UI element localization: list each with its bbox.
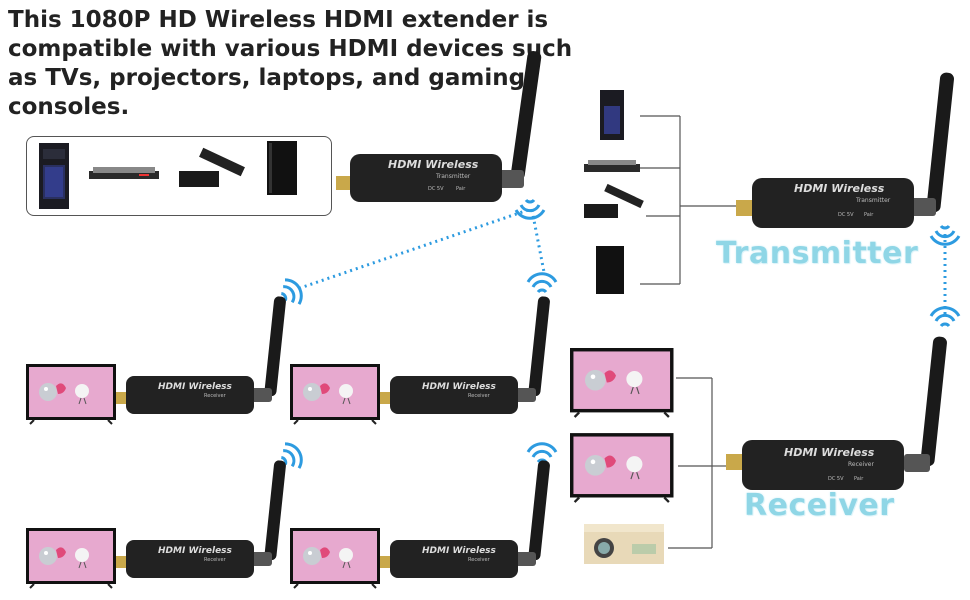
set-top-box-icon [89, 167, 159, 179]
receiver-label: Receiver [744, 488, 895, 523]
svg-text:Pair: Pair [864, 212, 874, 218]
tv-icon [568, 431, 675, 504]
svg-text:Transmitter: Transmitter [855, 197, 891, 204]
tv-icon [25, 527, 117, 589]
transmitter-device-right: HDMI Wireless Transmitter DC 5V Pair [736, 72, 955, 228]
svg-text:HDMI Wireless: HDMI Wireless [784, 446, 875, 459]
svg-text:DC 5V: DC 5V [828, 476, 844, 482]
source-devices-panel [26, 136, 332, 216]
headline: This 1080P HD Wireless HDMI extender is … [8, 7, 573, 120]
media-box-remote-icon [584, 183, 644, 218]
svg-text:DC 5V: DC 5V [428, 186, 444, 192]
svg-text:HDMI Wireless: HDMI Wireless [158, 382, 233, 392]
tv-icon [25, 363, 117, 425]
right-source-devices [584, 90, 644, 294]
set-top-box-icon [584, 160, 640, 172]
tv-icon [568, 346, 675, 419]
svg-text:HDMI Wireless: HDMI Wireless [422, 382, 497, 392]
svg-text:Receiver: Receiver [468, 557, 491, 563]
right-sinks [568, 346, 675, 564]
svg-text:Receiver: Receiver [204, 557, 227, 563]
receiver-device: HDMI Wireless Receiver [380, 296, 550, 414]
projector-icon [584, 524, 664, 564]
pc-tower-icon [600, 90, 624, 140]
signal-link-left [299, 208, 529, 290]
transmitter-label: Transmitter [716, 236, 919, 271]
svg-text:Receiver: Receiver [468, 393, 491, 399]
device-brand-label: HDMI Wireless [388, 158, 479, 171]
source-devices [39, 141, 297, 209]
media-box-remote-icon [179, 147, 245, 187]
svg-text:HDMI Wireless: HDMI Wireless [794, 182, 885, 195]
receiver-device-right: HDMI Wireless Receiver DC 5V Pair [726, 336, 947, 490]
svg-text:Receiver: Receiver [848, 461, 874, 468]
svg-text:HDMI Wireless: HDMI Wireless [422, 546, 497, 556]
svg-text:DC 5V: DC 5V [838, 212, 854, 218]
transmitter-device-main: HDMI Wireless Transmitter DC 5V Pair [336, 51, 542, 202]
tv-icon [289, 363, 381, 425]
receiver-device: HDMI Wireless Receiver [380, 460, 550, 578]
receiver-device: HDMI Wireless Receiver [116, 460, 286, 578]
source-connectors [640, 115, 736, 285]
game-console-icon [596, 246, 624, 294]
sink-connectors [668, 377, 726, 549]
tv-icon [289, 527, 381, 589]
receiver-device: HDMI Wireless Receiver [116, 296, 286, 414]
svg-text:Receiver: Receiver [204, 393, 227, 399]
svg-text:Pair: Pair [456, 186, 466, 192]
svg-text:Pair: Pair [854, 476, 864, 482]
svg-text:Transmitter: Transmitter [435, 173, 471, 180]
signal-link-right [530, 209, 546, 273]
pc-tower-icon [39, 143, 69, 209]
svg-text:HDMI Wireless: HDMI Wireless [158, 546, 233, 556]
game-console-icon [267, 141, 297, 195]
